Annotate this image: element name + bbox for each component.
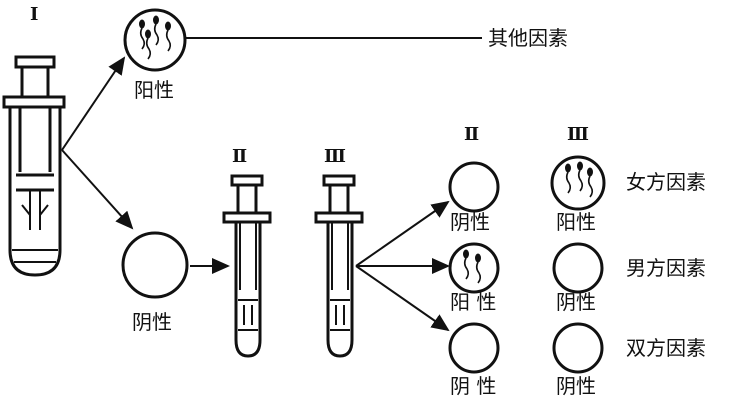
tube-2 bbox=[222, 174, 272, 358]
col3-row3-circle bbox=[552, 322, 604, 374]
row1-col2-label: 阴性 bbox=[450, 210, 490, 234]
column-2-label: Ⅱ bbox=[464, 124, 480, 145]
tube-1-label: Ⅰ bbox=[30, 4, 39, 25]
top-factor-label: 其他因素 bbox=[488, 26, 568, 50]
col3-row1-circle bbox=[550, 155, 606, 211]
row3-factor-label: 双方因素 bbox=[626, 336, 706, 360]
middle-result-label: 阴性 bbox=[132, 310, 172, 334]
tube-3-label: Ⅲ bbox=[324, 146, 346, 167]
row3-col3-label: 阴性 bbox=[556, 374, 596, 398]
col3-row2-circle bbox=[552, 242, 604, 294]
row1-col3-label: 阳性 bbox=[556, 210, 596, 234]
tube-1 bbox=[2, 55, 66, 277]
result-circle-top-positive bbox=[123, 8, 187, 72]
top-result-label: 阳性 bbox=[134, 78, 174, 102]
column-3-label: Ⅲ bbox=[567, 124, 589, 145]
col2-row3-circle bbox=[448, 322, 500, 374]
tube-3 bbox=[314, 174, 364, 358]
row2-col3-label: 阴性 bbox=[556, 290, 596, 314]
result-circle-middle-negative bbox=[121, 231, 189, 299]
row1-factor-label: 女方因素 bbox=[626, 170, 706, 194]
col2-row1-circle bbox=[448, 161, 500, 213]
row3-col2-label: 阴 性 bbox=[450, 374, 497, 398]
row2-factor-label: 男方因素 bbox=[626, 256, 706, 280]
connectors bbox=[61, 37, 482, 332]
row2-col2-label: 阳 性 bbox=[450, 290, 497, 314]
tube-2-label: Ⅱ bbox=[232, 146, 248, 167]
col2-row2-circle bbox=[448, 242, 500, 294]
